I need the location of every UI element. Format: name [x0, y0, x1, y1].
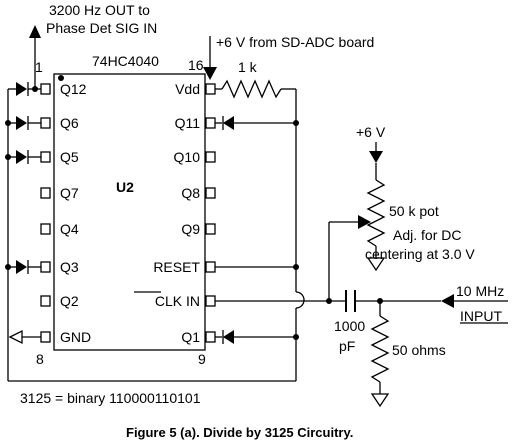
pot-ground-icon [366, 257, 386, 272]
input-arrow-icon [441, 294, 454, 308]
term-ground-icon [370, 393, 390, 408]
ic-reference: U2 [116, 179, 134, 195]
reset-junction [293, 264, 299, 270]
term-resistor-label: 50 ohms [392, 342, 446, 358]
cap-unit-label: pF [339, 338, 355, 354]
gnd-arrow-icon [8, 329, 41, 345]
pin-label-q8: Q8 [181, 185, 200, 201]
pot-note-line1: Adj. for DC [393, 227, 461, 243]
pin-label-q4: Q4 [60, 221, 79, 237]
pin-label-reset: RESET [153, 259, 200, 275]
resistor-1k [215, 79, 296, 99]
diode-q5 [5, 150, 41, 164]
binary-note: 3125 = binary 110000110101 [20, 390, 201, 406]
pin-number-1: 1 [35, 59, 43, 75]
output-arrow-up-icon [29, 25, 41, 92]
pin-label-q10: Q10 [174, 149, 201, 165]
pin-label-q7: Q7 [60, 185, 79, 201]
pin-label-q2: Q2 [60, 293, 79, 309]
potentiometer-50k [366, 163, 386, 258]
pot-note-line2: centering at 3.0 V [365, 246, 475, 262]
input-freq-label: 10 MHz [456, 283, 504, 299]
pin-label-q6: Q6 [60, 115, 79, 131]
pin-label-q12: Q12 [60, 81, 87, 97]
resistor-50-ohm [370, 301, 390, 394]
supply-label: +6 V from SD-ADC board [216, 34, 374, 50]
pin-label-q9: Q9 [181, 221, 200, 237]
pin-number-16: 16 [188, 57, 204, 73]
pot-supply-arrow-icon [369, 142, 383, 163]
diode-q11 [215, 116, 299, 130]
resistor-1k-label: 1 k [238, 59, 258, 75]
pin-label-q3: Q3 [60, 259, 79, 275]
pin-label-q5: Q5 [60, 149, 79, 165]
diode-q6 [5, 116, 41, 130]
diode-q12 [8, 82, 41, 96]
right-pin-pads [205, 83, 216, 343]
output-label-line1: 3200 Hz OUT to [49, 2, 150, 18]
pot-wiper-arrow-icon [358, 215, 371, 229]
pin-label-vdd: Vdd [175, 81, 200, 97]
pot-value-label: 50 k pot [389, 203, 439, 219]
wire-crossover-hop [295, 291, 305, 309]
ic-body-u2 [53, 73, 206, 351]
capacitor-1000pf [345, 290, 356, 312]
supply-arrow-down-icon [203, 36, 217, 80]
input-label: INPUT [460, 308, 502, 324]
ic-part-number: 74HC4040 [92, 53, 159, 69]
cap-value-label: 1000 [334, 318, 365, 334]
pin-label-q11: Q11 [175, 115, 201, 131]
pin1-marker [58, 75, 64, 81]
pin-number-8: 8 [36, 351, 44, 367]
diode-q3 [5, 260, 41, 274]
pin-label-clk-in: CLK IN [155, 293, 200, 309]
left-pin-pads [40, 83, 51, 343]
pin-label-gnd: GND [60, 329, 91, 345]
output-label-line2: Phase Det SIG IN [46, 20, 157, 36]
pin-number-9: 9 [198, 351, 206, 367]
pin-label-q1: Q1 [181, 329, 200, 345]
diode-q1 [215, 330, 299, 344]
figure-caption: Figure 5 (a). Divide by 3125 Circuitry. [126, 425, 353, 440]
pot-supply-label: +6 V [356, 124, 386, 140]
